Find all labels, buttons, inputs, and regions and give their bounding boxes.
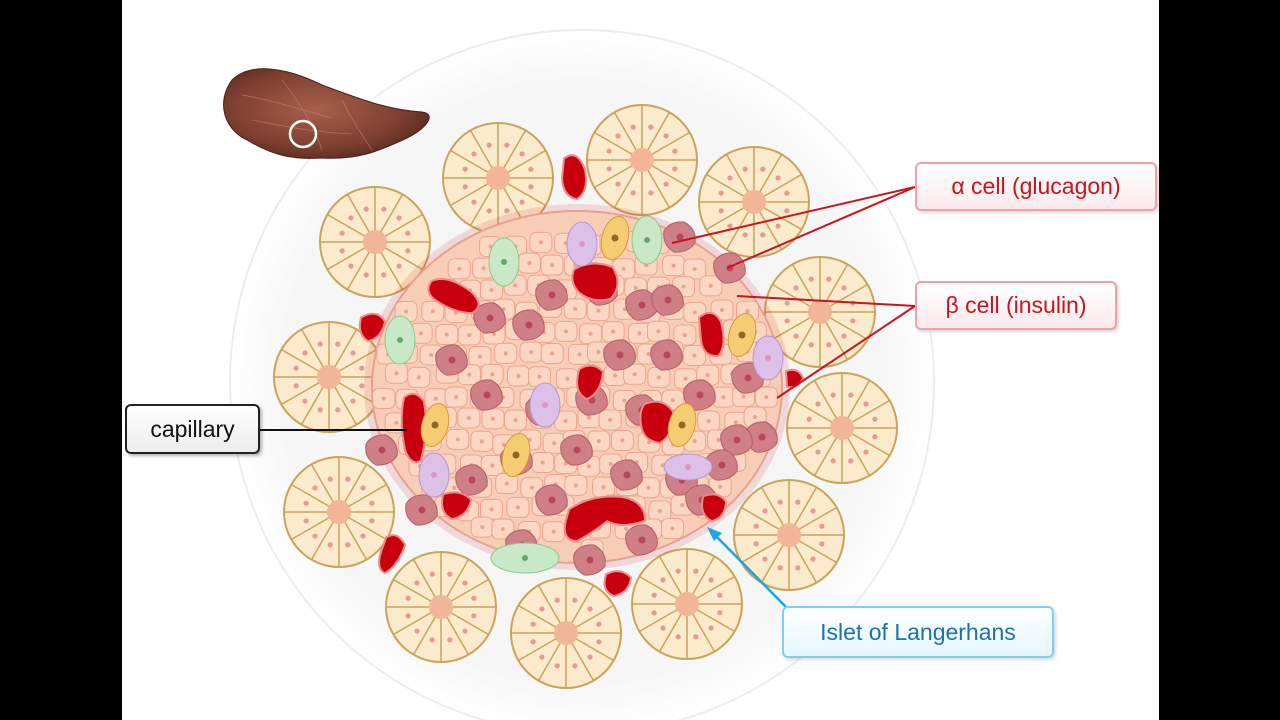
capillary [441, 491, 473, 521]
alpha-cell [610, 459, 643, 491]
islet-pointer-arrowhead [707, 527, 722, 541]
pp-cell [490, 542, 560, 574]
capillary-label: capillary [125, 404, 260, 454]
alpha-cell [650, 339, 683, 371]
alpha-cell [455, 464, 488, 496]
islet-label: Islet of Langerhans [782, 606, 1054, 658]
alpha-cell [512, 309, 545, 341]
capillary [400, 392, 427, 464]
capillary [358, 312, 387, 343]
capillary [563, 495, 647, 543]
pointer-lines [259, 186, 916, 609]
alpha-cell [560, 434, 593, 466]
other-cell [752, 335, 784, 381]
acini [273, 104, 898, 689]
acinus [283, 456, 395, 568]
acinus [385, 551, 497, 663]
delta-cell [420, 402, 450, 448]
beta-cell-label: β cell (insulin) [915, 281, 1117, 330]
other-cell [418, 452, 450, 498]
acinus [442, 122, 554, 234]
pancreas-zoom-circle [288, 119, 318, 149]
delta-cell [501, 432, 531, 478]
delta-cell [667, 402, 697, 448]
capillary [576, 364, 605, 401]
delta-cell [727, 312, 757, 358]
capillary [701, 493, 728, 523]
other-cell [529, 382, 561, 428]
other-cell [663, 453, 713, 481]
capillary [603, 570, 633, 598]
capillary [427, 278, 480, 315]
other-cell [566, 221, 598, 267]
alpha-cell [603, 339, 636, 371]
alpha-cell [405, 494, 438, 526]
alpha-cell [535, 279, 568, 311]
acinus [273, 321, 385, 433]
alpha-cell [651, 284, 684, 316]
delta-cell [600, 215, 630, 261]
capillary [784, 368, 805, 389]
slide: α cell (glucagon) β cell (insulin) capil… [122, 0, 1159, 720]
capillary [639, 400, 675, 445]
acinus [631, 548, 743, 660]
alpha-cell [625, 524, 658, 556]
pp-cell [384, 315, 416, 365]
acinus [319, 186, 431, 298]
islet-illustration [223, 29, 935, 720]
capillary [697, 311, 725, 358]
pancreas-organ [223, 68, 430, 159]
capillary [378, 534, 407, 575]
alpha-cell [573, 544, 606, 576]
acinus [786, 372, 898, 484]
acinus [733, 479, 845, 591]
alpha-cell [435, 344, 468, 376]
pp-cell [631, 215, 663, 265]
alpha-cell [705, 449, 738, 481]
alpha-cell [470, 379, 503, 411]
capillary [571, 262, 619, 302]
acinus [586, 104, 698, 216]
capillary [560, 154, 588, 201]
beta-pointer-1 [736, 295, 916, 307]
islet-pointer [711, 531, 788, 609]
alpha-cell-label: α cell (glucagon) [915, 162, 1157, 211]
acinus [510, 577, 622, 689]
alpha-pointer-2 [726, 186, 916, 269]
pp-cell [488, 237, 520, 287]
acinus [764, 256, 876, 368]
alpha-pointer-1 [671, 186, 916, 244]
alpha-cell [473, 302, 506, 334]
alpha-cell [535, 484, 568, 516]
alpha-cell [365, 434, 398, 466]
beta-pointer-2 [776, 305, 916, 399]
alpha-cell [663, 221, 696, 253]
